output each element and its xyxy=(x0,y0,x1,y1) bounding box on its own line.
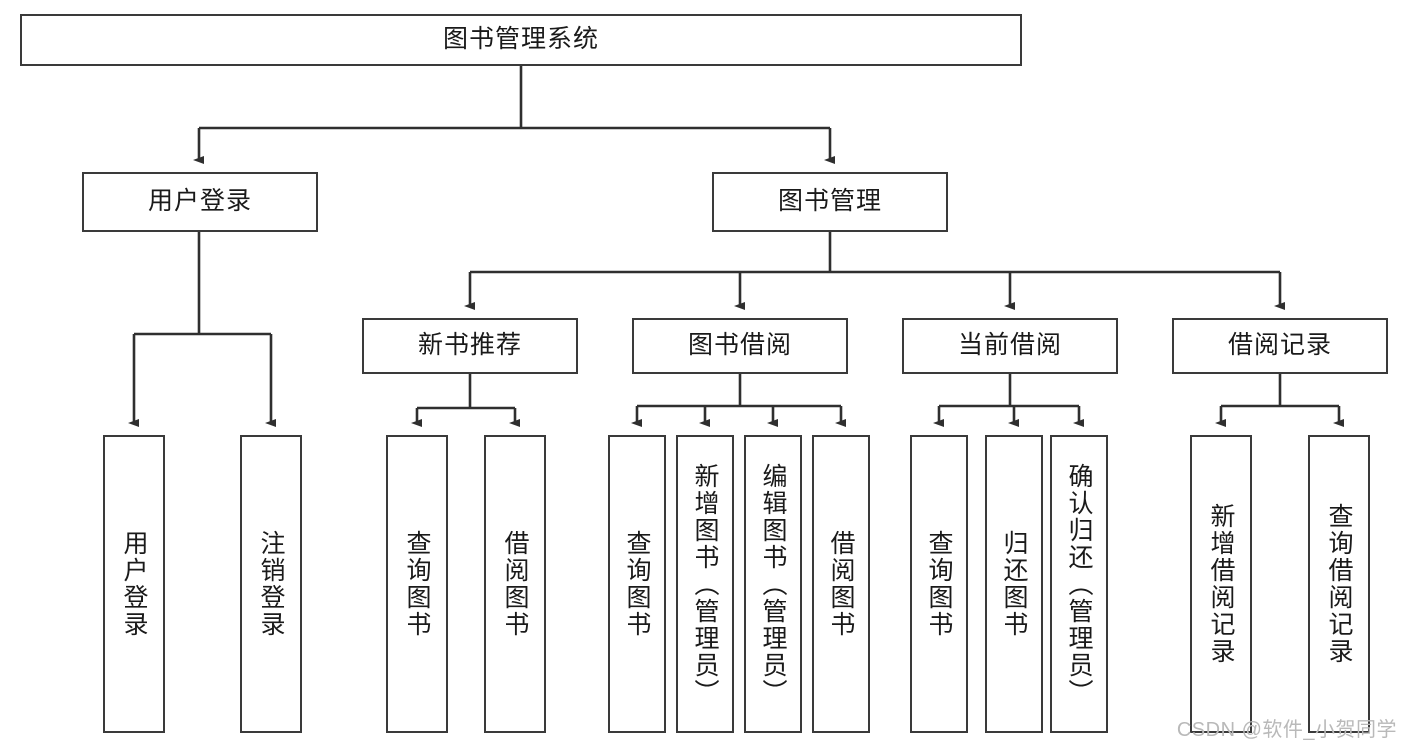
leaf-borrow-book[interactable]: 借阅图书 xyxy=(812,435,870,733)
leaf-edit-book-admin[interactable]: 编辑图书（管理员） xyxy=(744,435,802,733)
node-book-borrow[interactable]: 图书借阅 xyxy=(632,318,848,374)
leaf-user-login[interactable]: 用户登录 xyxy=(103,435,165,733)
node-borrow-record[interactable]: 借阅记录 xyxy=(1172,318,1388,374)
leaf-query-book-recommend[interactable]: 查询图书 xyxy=(386,435,448,733)
leaf-confirm-return-admin[interactable]: 确认归还（管理员） xyxy=(1050,435,1108,733)
leaf-query-book-current[interactable]: 查询图书 xyxy=(910,435,968,733)
leaf-logout[interactable]: 注销登录 xyxy=(240,435,302,733)
leaf-add-book-admin[interactable]: 新增图书（管理员） xyxy=(676,435,734,733)
node-user-login[interactable]: 用户登录 xyxy=(82,172,318,232)
leaf-query-borrow-record[interactable]: 查询借阅记录 xyxy=(1308,435,1370,733)
node-book-management[interactable]: 图书管理 xyxy=(712,172,948,232)
node-root-system[interactable]: 图书管理系统 xyxy=(20,14,1022,66)
leaf-add-borrow-record[interactable]: 新增借阅记录 xyxy=(1190,435,1252,733)
csdn-watermark: CSDN @软件_小贺同学 xyxy=(1176,719,1397,741)
leaf-query-book-borrow[interactable]: 查询图书 xyxy=(608,435,666,733)
node-current-borrow[interactable]: 当前借阅 xyxy=(902,318,1118,374)
node-new-book-recommend[interactable]: 新书推荐 xyxy=(362,318,578,374)
leaf-return-book[interactable]: 归还图书 xyxy=(985,435,1043,733)
leaf-borrow-book-recommend[interactable]: 借阅图书 xyxy=(484,435,546,733)
